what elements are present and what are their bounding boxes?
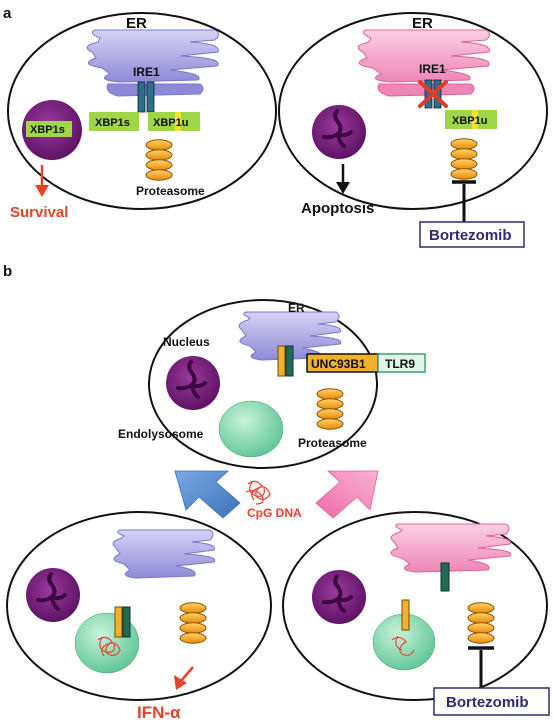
panel-b-bottom-right-cell: Bortezomib xyxy=(282,511,550,716)
branch-arrow-right xyxy=(315,470,379,519)
er-label: ER xyxy=(126,15,147,32)
panel-b-bottom-left-cell: IFN-α xyxy=(6,511,272,722)
endolysosome-label: Endolysosome xyxy=(118,427,204,441)
bortezomib-label: Bortezomib xyxy=(446,694,529,711)
tlr9-label: TLR9 xyxy=(385,357,415,371)
branch-arrow-left xyxy=(174,470,241,519)
tlr9-box xyxy=(377,353,426,373)
survival-arrowhead xyxy=(35,185,49,197)
ifn-alpha-arrowhead xyxy=(174,675,187,690)
apoptosis-label: Apoptosis xyxy=(301,200,374,217)
survival-label: Survival xyxy=(10,204,68,221)
tlr9-transmembrane xyxy=(285,345,294,377)
er-stack-lower xyxy=(106,83,204,97)
inhibition-x-icon xyxy=(418,80,448,108)
cpg-dna-label: CpG DNA xyxy=(247,506,302,520)
er-stack-stressed xyxy=(390,523,512,573)
unc93b1-transmembrane xyxy=(114,606,123,638)
ire1-label: IRE1 xyxy=(133,65,160,79)
xbp1s-label: XBP1s xyxy=(95,117,130,129)
ifn-alpha-label: IFN-α xyxy=(137,703,181,722)
nucleus-chromatin xyxy=(322,109,353,148)
er-stack-stressed xyxy=(357,29,490,83)
xbp1u-unspliced-segment xyxy=(472,110,478,129)
nucleus-chromatin xyxy=(176,360,207,399)
proteasome-label: Proteasome xyxy=(136,184,205,198)
ifn-alpha-arrow xyxy=(180,666,194,682)
panel-b-top-cell: ER Nucleus UNC93B1 TLR9 Endolysosome Pro… xyxy=(118,299,426,469)
xbp1u-label: XBP1u xyxy=(153,117,188,129)
er-label: ER xyxy=(288,301,305,315)
xbp1s-box xyxy=(89,112,139,131)
xbp1s-nucleus-label: XBP1s xyxy=(30,124,65,136)
ire1-receptor-left xyxy=(137,81,146,113)
panel-a-label: a xyxy=(3,5,12,22)
er-label: ER xyxy=(412,15,433,32)
panel-a-left-cell: ER IRE1 XBP1s XBP1s XBP1u Proteasome Sur… xyxy=(7,12,277,221)
endolysosome xyxy=(218,400,284,458)
unc93b1-label: UNC93B1 xyxy=(311,357,366,371)
ire1-label: IRE1 xyxy=(419,62,446,76)
proteasome-label: Proteasome xyxy=(298,436,367,450)
bortezomib-label: Bortezomib xyxy=(429,227,512,244)
cpg-dna-squiggle xyxy=(391,635,415,656)
xbp1u-label: XBP1u xyxy=(452,115,487,127)
er-stack xyxy=(112,529,216,579)
tlr9-transmembrane xyxy=(122,606,131,638)
unc93b1-transmembrane xyxy=(401,599,410,631)
cpg-dna-squiggle xyxy=(245,480,271,505)
cpg-dna-squiggle xyxy=(97,636,121,657)
nucleus-label: Nucleus xyxy=(163,335,210,349)
xbp1u-box xyxy=(445,110,497,129)
bortezomib-box xyxy=(433,687,550,716)
apoptosis-arrowhead xyxy=(336,182,350,194)
bortezomib-box xyxy=(419,221,525,248)
unc93b1-transmembrane xyxy=(277,345,286,377)
nucleus-chromatin xyxy=(322,574,353,613)
ire1-receptor-right xyxy=(146,81,155,113)
xbp1u-box xyxy=(148,112,200,131)
tlr9-transmembrane-er xyxy=(440,562,450,592)
nucleus-chromatin xyxy=(36,572,67,611)
er-stack xyxy=(86,29,219,83)
panel-a-right-cell: ER IRE1 XBP1u Bortezomib Apoptosis xyxy=(278,12,548,248)
xbp1u-unspliced-segment xyxy=(175,112,181,131)
panel-b-label: b xyxy=(3,263,12,280)
xbp1s-nucleus-box xyxy=(26,121,72,137)
